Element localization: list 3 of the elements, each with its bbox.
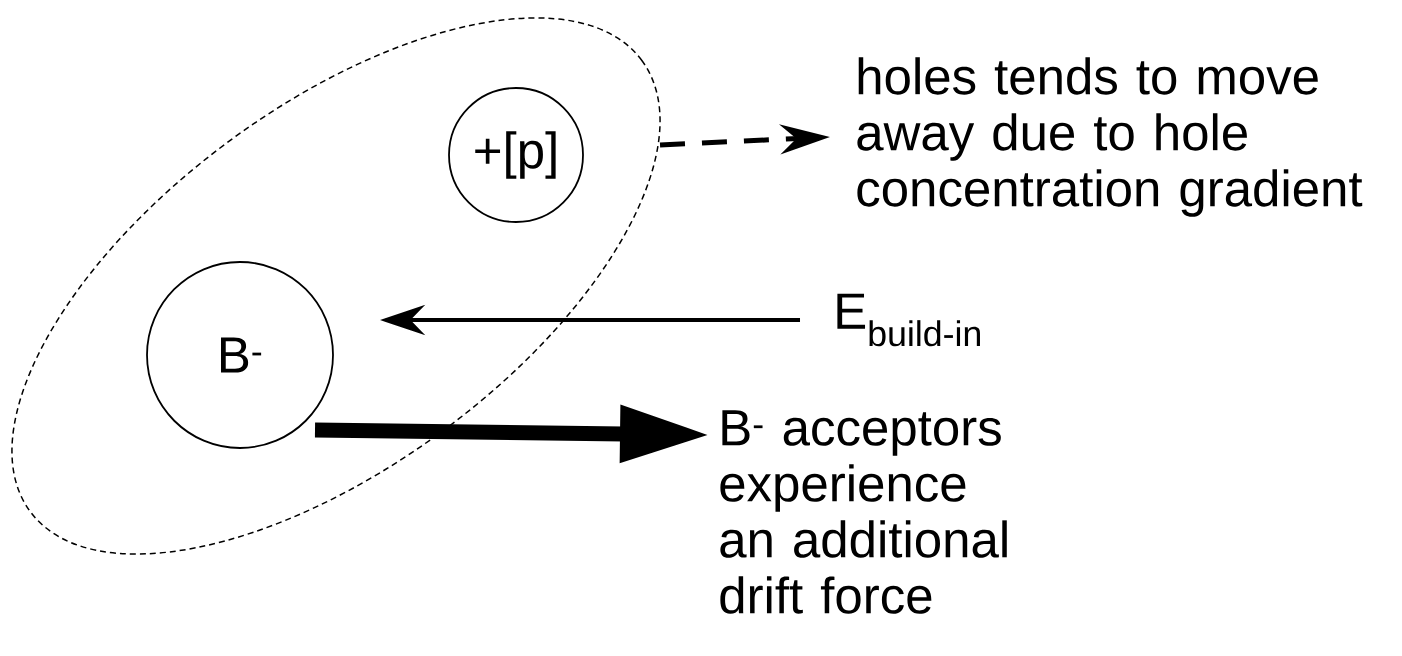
annotation-text: B$^{-}$ acceptors experience an additional drift force	[720, 410, 1007, 614]
annotation-text: holes tends to move away due to hole concentration gradient	[857, 57, 1363, 217]
annotation-text: E$_{build-in}$	[837, 293, 980, 347]
